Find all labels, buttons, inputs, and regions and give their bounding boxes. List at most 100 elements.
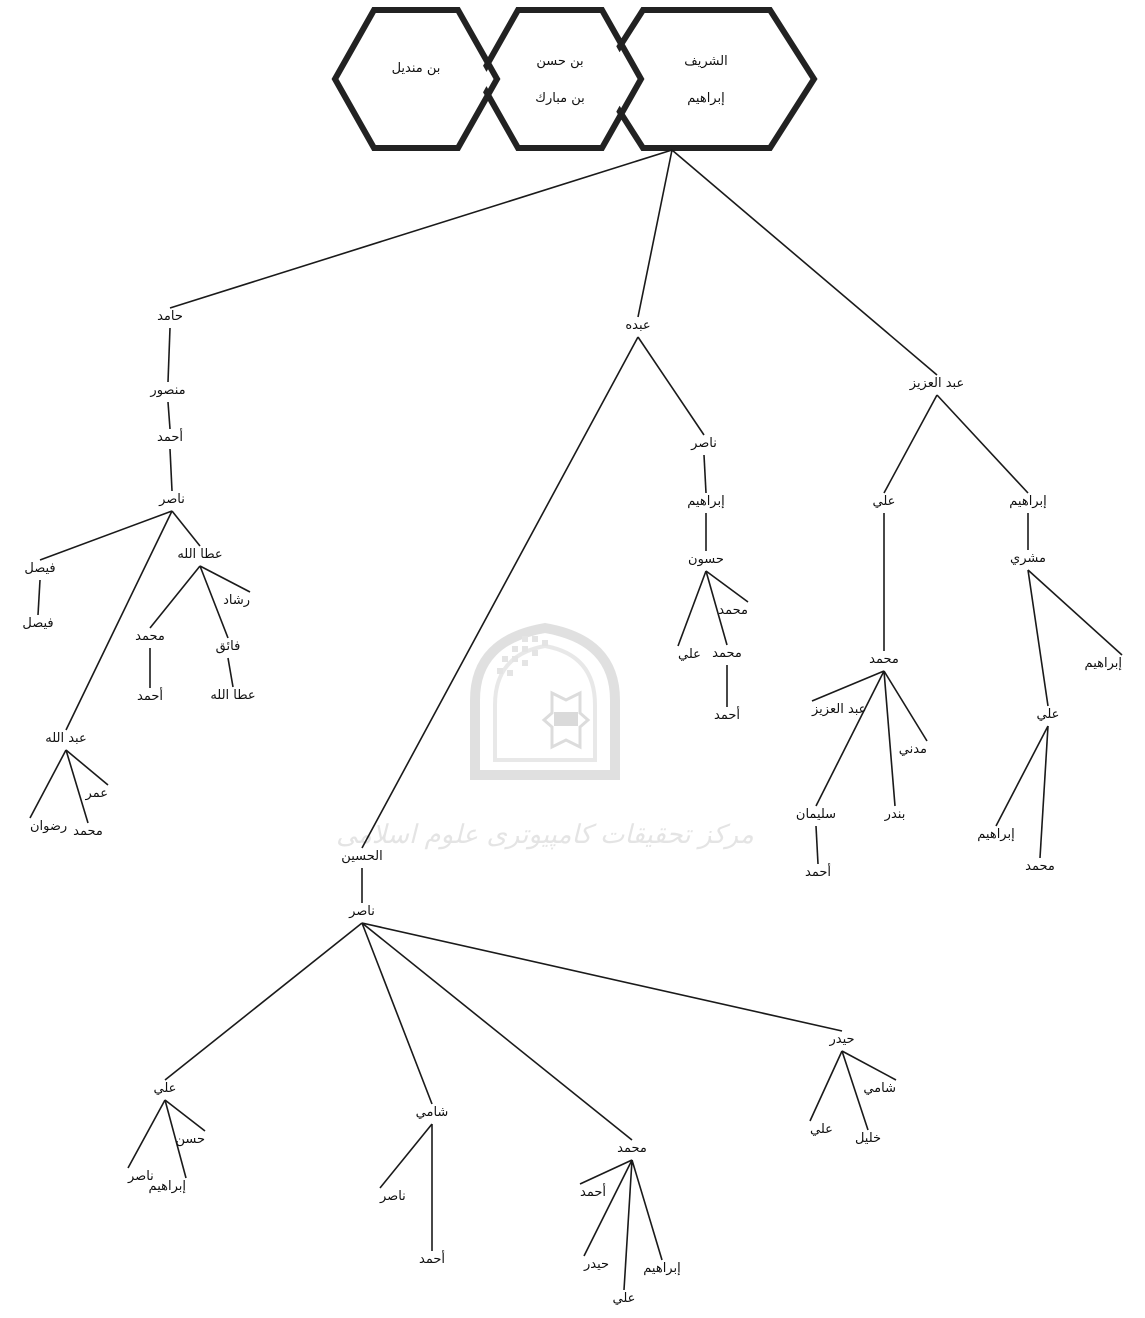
tree-edge bbox=[169, 149, 673, 309]
tree-node-muhammad1: محمد bbox=[135, 629, 165, 644]
hexagon-line: بن منديل bbox=[392, 61, 441, 76]
tree-edges bbox=[29, 149, 1123, 1291]
tree-node-ataallah1: عطا الله bbox=[177, 547, 222, 562]
tree-edge bbox=[883, 670, 896, 807]
tree-edge bbox=[39, 510, 173, 561]
watermark-text: مرکز تحقیقات کامپیوتری علوم اسلامی bbox=[336, 820, 754, 850]
tree-edge bbox=[199, 565, 229, 639]
hexagon-line: إبراهيم bbox=[687, 91, 724, 106]
tree-node-rashad: رشاد bbox=[223, 593, 250, 608]
tree-node-ali5: علي bbox=[873, 494, 896, 509]
tree-edge bbox=[637, 149, 673, 318]
tree-node-ataallah2: عطا الله bbox=[210, 688, 255, 703]
tree-node-shami2: شامي bbox=[863, 1081, 896, 1096]
tree-edge bbox=[705, 570, 728, 646]
tree-node-sulayman: سليمان bbox=[796, 807, 836, 822]
tree-node-muhammad5: محمد bbox=[617, 1141, 647, 1156]
tree-node-nasir3: ناصر bbox=[348, 904, 375, 919]
tree-node-mushri: مشري bbox=[1010, 551, 1046, 566]
tree-node-ahmad1: أحمد bbox=[157, 428, 183, 445]
tree-edge bbox=[583, 1159, 633, 1257]
tree-edge bbox=[841, 1050, 869, 1131]
watermark-emblem: مرکز تحقیقات کامپیوتری علوم اسلامی bbox=[336, 622, 754, 850]
tree-edge bbox=[164, 1099, 187, 1179]
tree-edge bbox=[149, 565, 201, 629]
tree-edge bbox=[936, 394, 1029, 494]
tree-edge bbox=[164, 1099, 206, 1132]
tree-edge bbox=[809, 1050, 843, 1122]
tree-node-nasir4: ناصر bbox=[127, 1169, 154, 1184]
hexagon-line: بن مبارك bbox=[535, 91, 585, 106]
tree-node-nasir2: ناصر bbox=[690, 436, 717, 451]
tree-edge bbox=[65, 749, 89, 824]
tree-node-ibrahim1: إبراهيم bbox=[687, 494, 724, 509]
tree-edge bbox=[227, 657, 234, 688]
tree-node-abdulaziz2: عبد العزيز bbox=[811, 702, 866, 717]
tree-labels: حامد منصور أحمد ناصر فيصل فيصل عطا الله رشاد محم… bbox=[22, 309, 1122, 1306]
tree-edge bbox=[703, 454, 707, 494]
tree-node-ibrahim5: إبراهيم bbox=[1085, 656, 1122, 671]
tree-node-muhammad7: محمد bbox=[1025, 859, 1055, 874]
tree-edge bbox=[883, 394, 938, 494]
tree-edge bbox=[361, 922, 433, 1105]
tree-node-muhammad2: محمد bbox=[73, 824, 103, 839]
tree-node-ahmad5: أحمد bbox=[580, 1183, 606, 1200]
header-hexagons: الشريف إبراهيم بن حسن بن مبارك بن منديل bbox=[331, 7, 818, 151]
tree-node-radwan: رضوان bbox=[30, 819, 67, 834]
tree-node-ahmad3: أحمد bbox=[714, 706, 740, 723]
tree-node-madani: مدني bbox=[899, 742, 927, 757]
tree-edge bbox=[841, 1050, 897, 1081]
tree-edge bbox=[167, 327, 171, 383]
tree-node-omar: عمر bbox=[85, 786, 108, 801]
tree-edge bbox=[199, 565, 251, 593]
tree-edge bbox=[883, 670, 928, 742]
tree-node-ahmad4: أحمد bbox=[419, 1250, 445, 1267]
tree-node-ahmad6: أحمد bbox=[805, 863, 831, 880]
tree-node-ahmad2: أحمد bbox=[137, 687, 163, 704]
tree-edge bbox=[65, 749, 109, 786]
tree-node-ali4: علي bbox=[810, 1122, 833, 1137]
tree-node-abdah: عبده bbox=[625, 318, 650, 333]
tree-node-ali6: علي bbox=[1037, 707, 1060, 722]
hexagon-line: بن حسن bbox=[536, 54, 583, 69]
tree-edge bbox=[677, 570, 707, 647]
tree-node-muhammad4: محمد bbox=[712, 646, 742, 661]
tree-edge bbox=[65, 510, 173, 731]
tree-node-bandar: بندر bbox=[884, 807, 906, 822]
tree-edge bbox=[361, 336, 639, 849]
tree-edge bbox=[167, 401, 171, 430]
tree-edge bbox=[164, 922, 363, 1081]
tree-edge bbox=[361, 922, 843, 1032]
tree-node-ibrahim6: إبراهيم bbox=[977, 827, 1014, 842]
tree-edge bbox=[361, 922, 633, 1141]
tree-edge bbox=[623, 1159, 633, 1291]
tree-node-faiq: فائق bbox=[216, 639, 241, 654]
tree-edge bbox=[579, 1159, 633, 1185]
tree-edge bbox=[1039, 725, 1049, 859]
tree-node-nasir1: ناصر bbox=[158, 492, 185, 507]
tree-node-faisal1: فيصل bbox=[24, 561, 55, 576]
tree-edge bbox=[995, 725, 1049, 827]
tree-edge bbox=[1027, 569, 1049, 707]
tree-edge bbox=[379, 1123, 433, 1189]
tree-edge bbox=[705, 570, 749, 603]
tree-node-mansour: منصور bbox=[149, 383, 185, 398]
tree-node-husayn: الحسين bbox=[341, 849, 382, 864]
tree-node-hassun: حسون bbox=[688, 552, 724, 567]
tree-node-haydar1: حيدر bbox=[828, 1032, 854, 1047]
tree-node-abdulaziz1: عبد العزيز bbox=[909, 376, 964, 391]
tree-node-ibrahim2: إبراهيم bbox=[149, 1179, 186, 1194]
tree-node-muhammad6: محمد bbox=[869, 652, 899, 667]
tree-node-abdullah: عبد الله bbox=[45, 731, 86, 746]
tree-node-ibrahim3: إبراهيم bbox=[643, 1261, 680, 1276]
tree-node-shami1: شامي bbox=[416, 1105, 449, 1120]
tree-edge bbox=[127, 1099, 166, 1169]
tree-edge bbox=[811, 670, 885, 702]
tree-node-hasan: حسن bbox=[175, 1132, 205, 1147]
tree-edge bbox=[671, 149, 938, 376]
tree-edge bbox=[637, 336, 705, 436]
tree-node-faisal2: فيصل bbox=[22, 616, 53, 631]
tree-node-hamid: حامد bbox=[157, 309, 183, 324]
tree-node-ali1: علي bbox=[678, 647, 701, 662]
